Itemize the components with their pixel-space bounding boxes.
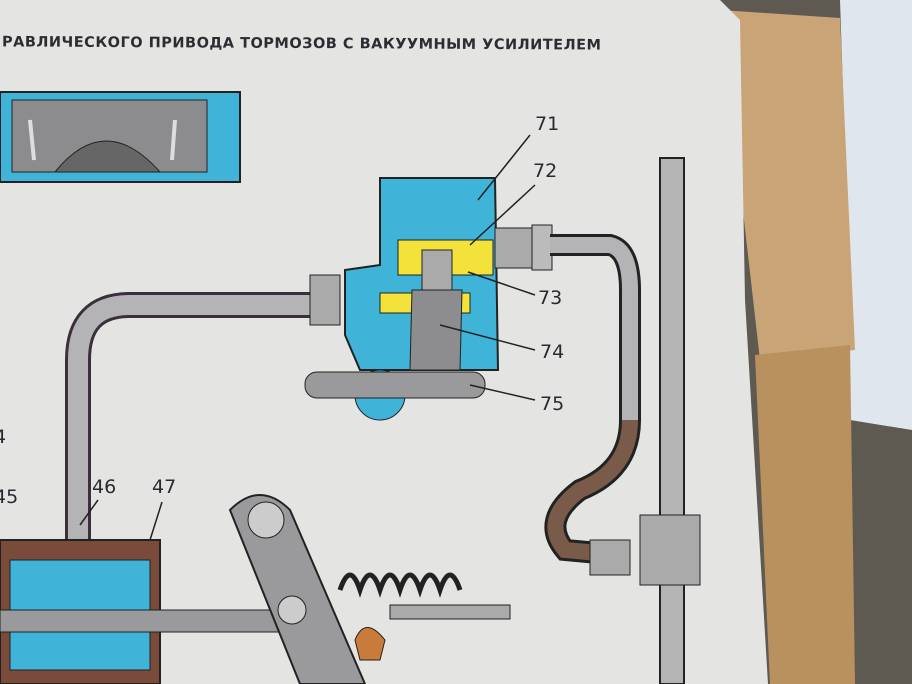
stop-light-switch xyxy=(354,627,386,661)
cardboard-lower xyxy=(755,345,855,684)
return-spring xyxy=(337,572,463,598)
callout-45: 45 xyxy=(0,486,19,508)
callout-47: 47 xyxy=(152,476,177,498)
master-cylinder xyxy=(0,539,301,684)
pressure-regulator-valve xyxy=(304,177,553,421)
callout-72: 72 xyxy=(533,160,558,182)
leader-lines xyxy=(79,134,536,541)
brake-pedal xyxy=(228,494,367,684)
snow xyxy=(840,0,912,430)
cardboard-upper xyxy=(720,10,855,360)
callout-4-partial: 4 xyxy=(0,426,7,448)
callout-73: 73 xyxy=(538,287,563,309)
callout-71: 71 xyxy=(535,113,560,135)
callout-46: 46 xyxy=(92,476,117,498)
tee-fitting xyxy=(639,514,701,586)
page-title: РАВЛИЧЕСКОГО ПРИВОДА ТОРМОЗОВ С ВАКУУМНЫ… xyxy=(1,34,602,54)
brake-pipe-vertical xyxy=(659,157,685,684)
callout-75: 75 xyxy=(540,393,565,415)
valve-block-top-left xyxy=(0,91,241,183)
callout-74: 74 xyxy=(540,341,565,363)
